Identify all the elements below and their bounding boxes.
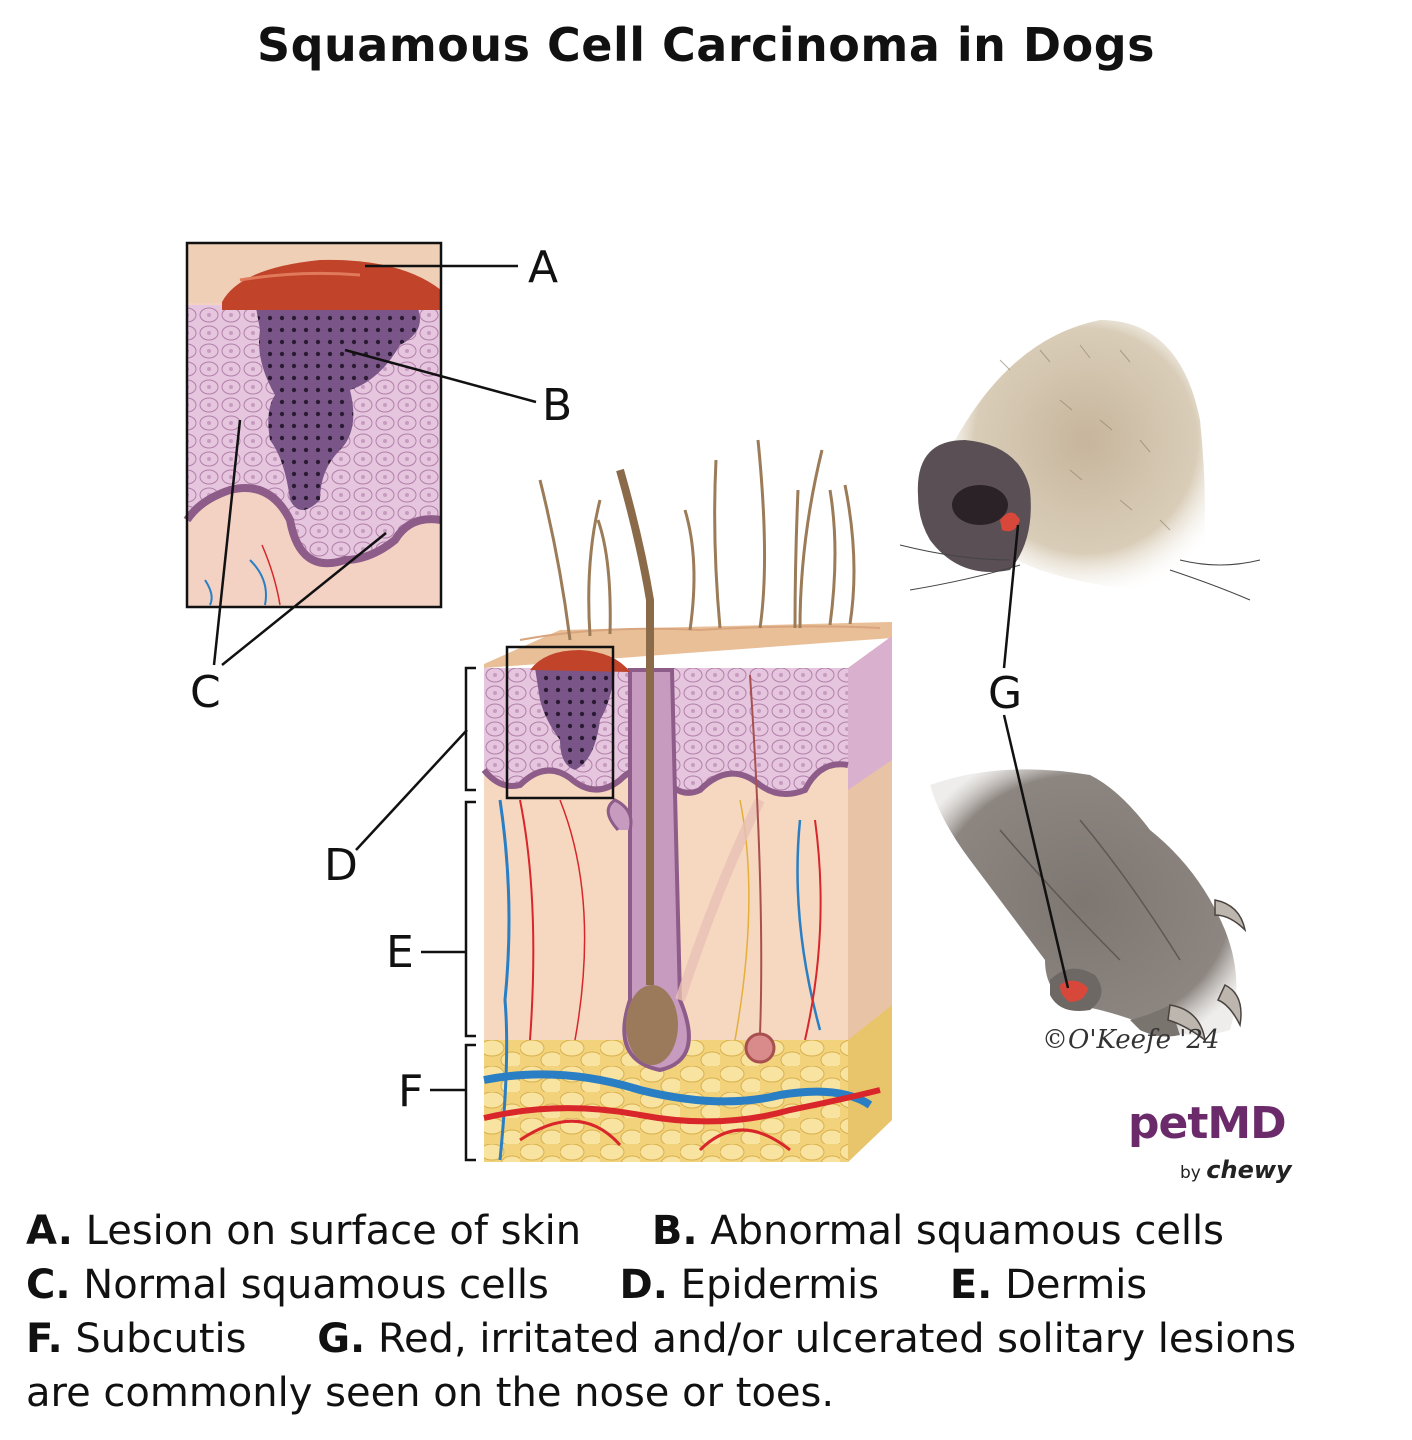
legend-text: Abnormal squamous cells: [710, 1208, 1224, 1254]
legend-key: B.: [651, 1208, 698, 1254]
vein-main: [483, 1070, 873, 1109]
block-lesion: [530, 650, 630, 672]
sweat-gland: [744, 1032, 776, 1064]
label-g: G: [988, 668, 1022, 719]
legend-item-a: A. Lesion on surface of skin: [26, 1208, 581, 1254]
inset-lesion: [222, 259, 441, 310]
label-c: C: [190, 667, 221, 718]
brand-name: petMD: [1128, 1098, 1287, 1149]
dog-paw-illustration: ©O'Keefe '24: [930, 769, 1247, 1055]
block-tumor: [535, 668, 615, 770]
brand-by: by: [1180, 1163, 1201, 1183]
legend-text: Red, irritated and/or ulcerated solitary…: [377, 1316, 1297, 1362]
legend-text: Normal squamous cells: [83, 1262, 549, 1308]
artery-main: [483, 1087, 881, 1125]
brand-parent: chewy: [1206, 1156, 1292, 1184]
inset-tumor: [255, 302, 420, 510]
legend-row-1: A. Lesion on surface of skin B. Abnormal…: [26, 1204, 1396, 1258]
legend-key: C.: [26, 1262, 71, 1308]
legend-key: G.: [317, 1316, 366, 1362]
legend-key: F.: [26, 1316, 63, 1362]
legend-text: Lesion on surface of skin: [85, 1208, 582, 1254]
diagram-title: Squamous Cell Carcinoma in Dogs: [256, 18, 1155, 72]
leader-lines: [212, 264, 1070, 1162]
brand-byline: by chewy: [1180, 1156, 1292, 1184]
legend-item-d: D. Epidermis: [620, 1262, 880, 1308]
legend-item-c: C. Normal squamous cells: [26, 1262, 549, 1308]
legend-item-f: F. Subcutis: [26, 1316, 246, 1362]
hair-follicle: [622, 668, 691, 1073]
legend-text: Epidermis: [680, 1262, 880, 1308]
petmd-logo: petMD by chewy: [1128, 1098, 1298, 1184]
magnify-box: [505, 645, 615, 800]
legend-item-g-continued: are commonly seen on the nose or toes.: [26, 1370, 835, 1416]
skin-cross-section: [481, 439, 892, 1162]
inset-magnified-view: [183, 241, 443, 609]
legend-item-g: G. Red, irritated and/or ulcerated solit…: [317, 1316, 1296, 1362]
label-f: F: [398, 1066, 423, 1117]
legend: A. Lesion on surface of skin B. Abnormal…: [26, 1204, 1396, 1420]
artist-signature: ©O'Keefe '24: [1042, 1025, 1219, 1055]
legend-row-4: are commonly seen on the nose or toes.: [26, 1366, 1396, 1420]
legend-text: Subcutis: [75, 1316, 247, 1362]
label-a: A: [528, 242, 558, 293]
legend-key: E.: [949, 1262, 993, 1308]
legend-key: D.: [619, 1262, 668, 1308]
label-b: B: [542, 380, 572, 431]
legend-row-2: C. Normal squamous cells D. Epidermis E.…: [26, 1258, 1396, 1312]
legend-item-e: E. Dermis: [950, 1262, 1147, 1308]
label-e: E: [386, 927, 414, 978]
legend-row-3: F. Subcutis G. Red, irritated and/or ulc…: [26, 1312, 1396, 1366]
legend-item-b: B. Abnormal squamous cells: [652, 1208, 1224, 1254]
dog-nose-illustration: [899, 320, 1261, 601]
label-d: D: [324, 840, 358, 891]
legend-text: Dermis: [1005, 1262, 1148, 1308]
legend-key: A.: [26, 1208, 73, 1254]
diagram-artwork: ©O'Keefe '24 A B C D E F G: [183, 241, 1261, 1162]
